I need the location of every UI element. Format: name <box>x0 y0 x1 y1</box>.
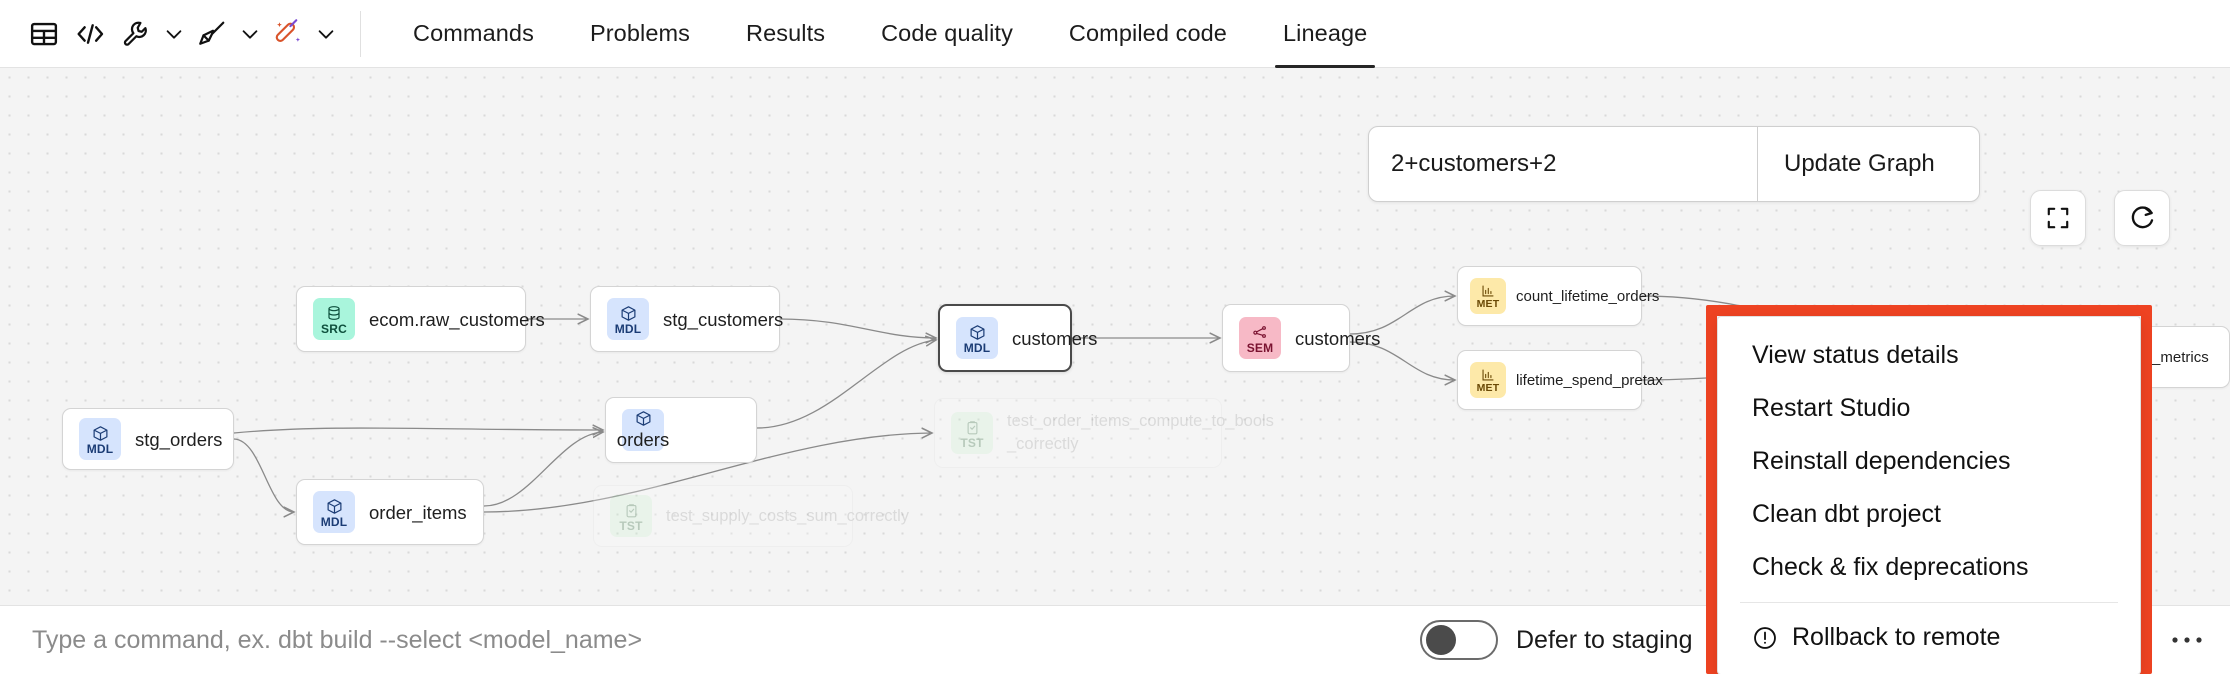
fullscreen-icon <box>2047 207 2069 229</box>
badge-text: SRC <box>321 321 347 336</box>
overflow-menu-button[interactable] <box>2162 620 2212 660</box>
tab-results[interactable]: Results <box>746 20 826 46</box>
node-type-badge-met: MET <box>1470 362 1506 398</box>
node-type-badge-sem: SEM <box>1239 317 1281 359</box>
tab-compiled-code[interactable]: Compiled code <box>1068 20 1227 46</box>
top-toolbar: Commands Problems Results Code quality C… <box>0 0 2230 68</box>
badge-text: SEM <box>1246 340 1274 355</box>
graph-node-lifetime-spend-pretax[interactable]: MET lifetime_spend_pretax <box>1457 350 1663 410</box>
tab-code-quality[interactable]: Code quality <box>881 20 1013 46</box>
node-type-badge-mdl: MDL <box>313 491 355 533</box>
database-icon <box>326 304 342 323</box>
graph-node-customers-semantic[interactable]: SEM customers <box>1222 304 1380 372</box>
studio-context-menu: View status details Restart Studio Reins… <box>1717 316 2141 674</box>
badge-text: MET <box>1476 381 1500 394</box>
cube-icon <box>635 409 652 428</box>
refresh-graph-button[interactable] <box>2114 190 2170 246</box>
menu-item-reinstall-dependencies[interactable]: Reinstall dependencies <box>1752 447 2011 475</box>
badge-text: MDL <box>320 514 348 529</box>
tab-problems[interactable]: Problems <box>589 20 691 46</box>
node-type-badge-tst: TST <box>951 412 993 454</box>
panel-tabs: Commands Problems Results Code quality C… <box>385 0 1395 68</box>
badge-text: MDL <box>963 340 991 355</box>
node-type-badge-mdl: MDL <box>79 418 121 460</box>
badge-text: MDL <box>86 441 114 456</box>
node-type-badge-tst: TST <box>610 495 652 537</box>
tab-lineage[interactable]: Lineage <box>1255 0 1395 68</box>
defer-label: Defer to staging <box>1516 625 1693 654</box>
graph-node-orders[interactable]: orders <box>605 397 757 463</box>
semantic-icon <box>1252 323 1268 342</box>
menu-item-label: Rollback to remote <box>1792 623 2001 651</box>
node-type-badge-src: SRC <box>313 298 355 340</box>
cube-icon <box>620 304 637 323</box>
defer-toggle[interactable] <box>1420 620 1498 660</box>
command-input[interactable] <box>32 625 1412 655</box>
node-type-badge-mdl: orders <box>617 409 669 451</box>
editor-tool-group <box>0 0 385 68</box>
node-type-badge-mdl: MDL <box>607 298 649 340</box>
toolbar-divider <box>360 10 361 57</box>
badge-text: TST <box>960 435 984 450</box>
node-label: test_order_items_compute_to_bools _corre… <box>1007 412 1274 453</box>
clipboard-check-icon <box>624 501 639 520</box>
node-label: customers <box>1295 327 1381 349</box>
bar-chart-icon <box>1481 283 1495 299</box>
graph-node-customers-model[interactable]: MDL customers <box>938 304 1097 372</box>
graph-node-ecom-raw-customers[interactable]: SRC ecom.raw_customers <box>296 286 545 352</box>
table-view-icon[interactable] <box>22 12 66 56</box>
node-type-badge-mdl: MDL <box>956 317 998 359</box>
magic-wand-icon[interactable] <box>266 12 310 56</box>
graph-selector-input[interactable] <box>1369 127 1757 201</box>
graph-node-stg-orders[interactable]: MDL stg_orders <box>62 408 234 470</box>
wrench-chevron-down-icon[interactable] <box>160 12 188 56</box>
ellipsis-icon <box>2172 637 2202 643</box>
graph-node-test-order-items[interactable]: TST test_order_items_compute_to_bools _c… <box>934 398 1274 468</box>
menu-item-view-status-details[interactable]: View status details <box>1752 341 1959 369</box>
graph-node-order-items[interactable]: MDL order_items <box>296 479 484 545</box>
node-label: count_lifetime_orders <box>1516 287 1660 305</box>
node-label: stg_orders <box>135 428 223 450</box>
graph-node-test-supply-costs[interactable]: TST test_supply_costs_sum_correctly <box>593 485 909 547</box>
graph-selector-bar: Update Graph <box>1368 126 1980 202</box>
alert-circle-icon <box>1752 625 1778 651</box>
cube-icon <box>969 323 986 342</box>
menu-item-rollback-to-remote[interactable]: Rollback to remote <box>1718 611 2140 664</box>
broom-chevron-down-icon[interactable] <box>236 12 264 56</box>
node-type-badge-met: MET <box>1470 278 1506 314</box>
update-graph-button[interactable]: Update Graph <box>1757 127 1961 201</box>
broom-icon[interactable] <box>190 12 234 56</box>
node-label: order_items <box>369 501 467 523</box>
toggle-knob <box>1426 625 1456 655</box>
menu-item-restart-studio[interactable]: Restart Studio <box>1752 394 1911 422</box>
badge-text: MET <box>1476 297 1500 310</box>
menu-divider <box>1740 602 2118 603</box>
magic-wand-chevron-down-icon[interactable] <box>312 12 340 56</box>
refresh-icon <box>2131 206 2154 229</box>
badge-text: MDL <box>614 321 642 336</box>
code-view-icon[interactable] <box>68 12 112 56</box>
node-label: stg_customers <box>663 308 784 330</box>
menu-item-check-fix-deprecations[interactable]: Check & fix deprecations <box>1752 553 2029 581</box>
wrench-icon[interactable] <box>114 12 158 56</box>
node-label: orders <box>616 429 670 450</box>
cube-icon <box>92 424 109 443</box>
node-label: lifetime_spend_pretax <box>1516 371 1663 389</box>
fullscreen-button[interactable] <box>2030 190 2086 246</box>
badge-text: TST <box>619 518 643 533</box>
defer-to-staging-control: Defer to staging <box>1420 620 1693 660</box>
node-label: ecom.raw_customers <box>369 308 545 330</box>
node-label: customers <box>1012 327 1098 349</box>
cube-icon <box>326 497 343 516</box>
clipboard-check-icon <box>965 418 980 437</box>
tab-commands[interactable]: Commands <box>413 20 534 46</box>
graph-node-count-lifetime-orders[interactable]: MET count_lifetime_orders <box>1457 266 1659 326</box>
bar-chart-icon <box>1481 367 1495 383</box>
node-label: test_supply_costs_sum_correctly <box>666 506 910 525</box>
graph-node-stg-customers[interactable]: MDL stg_customers <box>590 286 784 352</box>
menu-item-clean-dbt-project[interactable]: Clean dbt project <box>1752 500 1942 528</box>
